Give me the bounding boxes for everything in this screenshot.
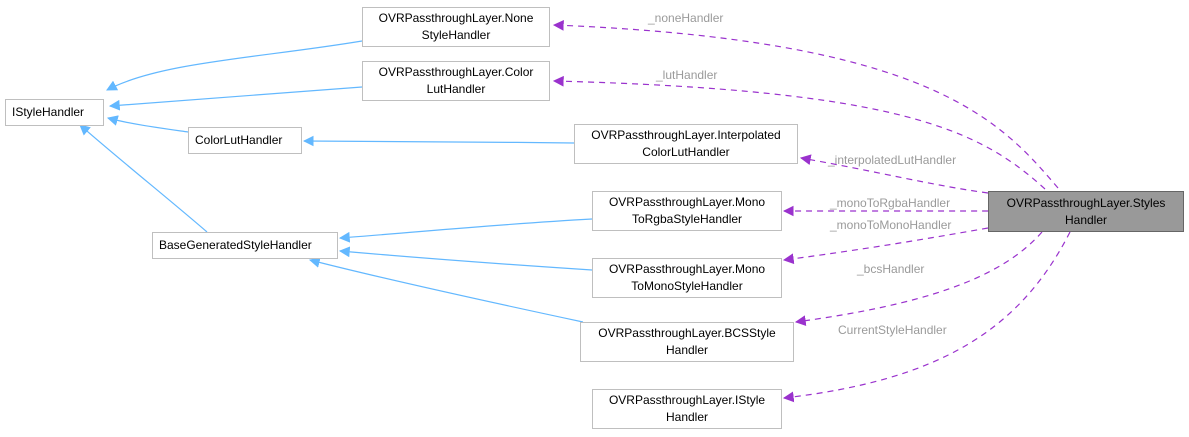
edge-bcs-to-base xyxy=(308,257,584,323)
node-colorluthandler[interactable]: ColorLutHandler xyxy=(188,127,302,154)
node-mono-to-rgba-line1: OVRPassthroughLayer.Mono xyxy=(608,195,766,209)
edge-label-bcs-handler: _bcsHandler xyxy=(857,262,925,276)
node-mono-to-mono-style-handler[interactable]: OVRPassthroughLayer.Mono ToMonoStyleHand… xyxy=(592,258,782,298)
edge-usage-current xyxy=(782,231,1071,403)
edge-base-to-istylehandler xyxy=(79,124,208,233)
edge-colorlut-inner-to-istylehandler xyxy=(108,86,363,111)
node-bcs-line1: OVRPassthroughLayer.BCSStyle xyxy=(598,326,776,340)
node-mono-to-rgba-line2: ToRgbaStyleHandler xyxy=(631,212,743,226)
node-none-style-handler-line1: OVRPassthroughLayer.None xyxy=(378,11,534,25)
edge-usage-none xyxy=(552,19,1059,189)
node-color-lut-handler-inner-line1: OVRPassthroughLayer.Color xyxy=(378,65,534,79)
node-istyle-inner-line2: Handler xyxy=(665,410,709,424)
node-none-style-handler-line2: StyleHandler xyxy=(421,28,491,42)
node-interpolated-colorlut-handler[interactable]: OVRPassthroughLayer.Interpolated ColorLu… xyxy=(574,124,798,164)
edge-label-current-style-handler: CurrentStyleHandler xyxy=(838,323,947,337)
edge-usage-bcs xyxy=(794,231,1043,327)
edge-label-interpolated-lut-handler: _interpolatedLutHandler xyxy=(828,153,957,167)
node-color-lut-handler-inner[interactable]: OVRPassthroughLayer.Color LutHandler xyxy=(362,61,550,101)
edge-usage-lut xyxy=(552,75,1046,190)
node-bcs-style-handler[interactable]: OVRPassthroughLayer.BCSStyle Handler xyxy=(580,322,794,362)
edge-mono-mono-to-base xyxy=(338,246,593,271)
node-styles-handler[interactable]: OVRPassthroughLayer.Styles Handler xyxy=(988,191,1184,232)
node-istyle-handler-inner[interactable]: OVRPassthroughLayer.IStyle Handler xyxy=(592,389,782,429)
node-colorluthandler-label: ColorLutHandler xyxy=(195,133,283,147)
node-istyle-inner-line1: OVRPassthroughLayer.IStyle xyxy=(608,393,766,407)
edge-none-to-istylehandler xyxy=(106,40,363,91)
edge-label-mono-to-mono-handler: _monoToMonoHandler xyxy=(830,218,952,232)
node-mono-to-mono-line1: OVRPassthroughLayer.Mono xyxy=(608,262,766,276)
node-bcs-line2: Handler xyxy=(665,343,709,357)
node-mono-to-mono-line2: ToMonoStyleHandler xyxy=(631,279,743,293)
node-interpolated-line2: ColorLutHandler xyxy=(642,145,730,159)
node-styles-handler-line1: OVRPassthroughLayer.Styles xyxy=(1006,195,1166,210)
node-interpolated-line1: OVRPassthroughLayer.Interpolated xyxy=(591,128,781,142)
node-istylehandler[interactable]: IStyleHandler xyxy=(5,99,104,126)
node-styles-handler-line2: Handler xyxy=(1064,212,1108,227)
node-mono-to-rgba-style-handler[interactable]: OVRPassthroughLayer.Mono ToRgbaStyleHand… xyxy=(592,191,782,231)
node-none-style-handler[interactable]: OVRPassthroughLayer.None StyleHandler xyxy=(362,7,550,47)
edge-label-mono-to-rgba-handler: _monoToRgbaHandler xyxy=(830,196,951,210)
edge-label-none-handler: _noneHandler xyxy=(648,11,724,25)
node-base-generated-label: BaseGeneratedStyleHandler xyxy=(159,238,312,252)
edge-colorluthandler-to-istylehandler xyxy=(106,115,189,133)
node-istylehandler-label: IStyleHandler xyxy=(12,105,85,119)
edge-usage-mono-mono xyxy=(782,227,989,265)
edge-label-lut-handler: _lutHandler xyxy=(656,68,718,82)
edge-interpolated-to-colorluthandler xyxy=(302,135,575,147)
edge-mono-rgba-to-base xyxy=(338,218,593,243)
node-base-generated-style-handler[interactable]: BaseGeneratedStyleHandler xyxy=(152,232,338,259)
node-color-lut-handler-inner-line2: LutHandler xyxy=(426,82,486,96)
